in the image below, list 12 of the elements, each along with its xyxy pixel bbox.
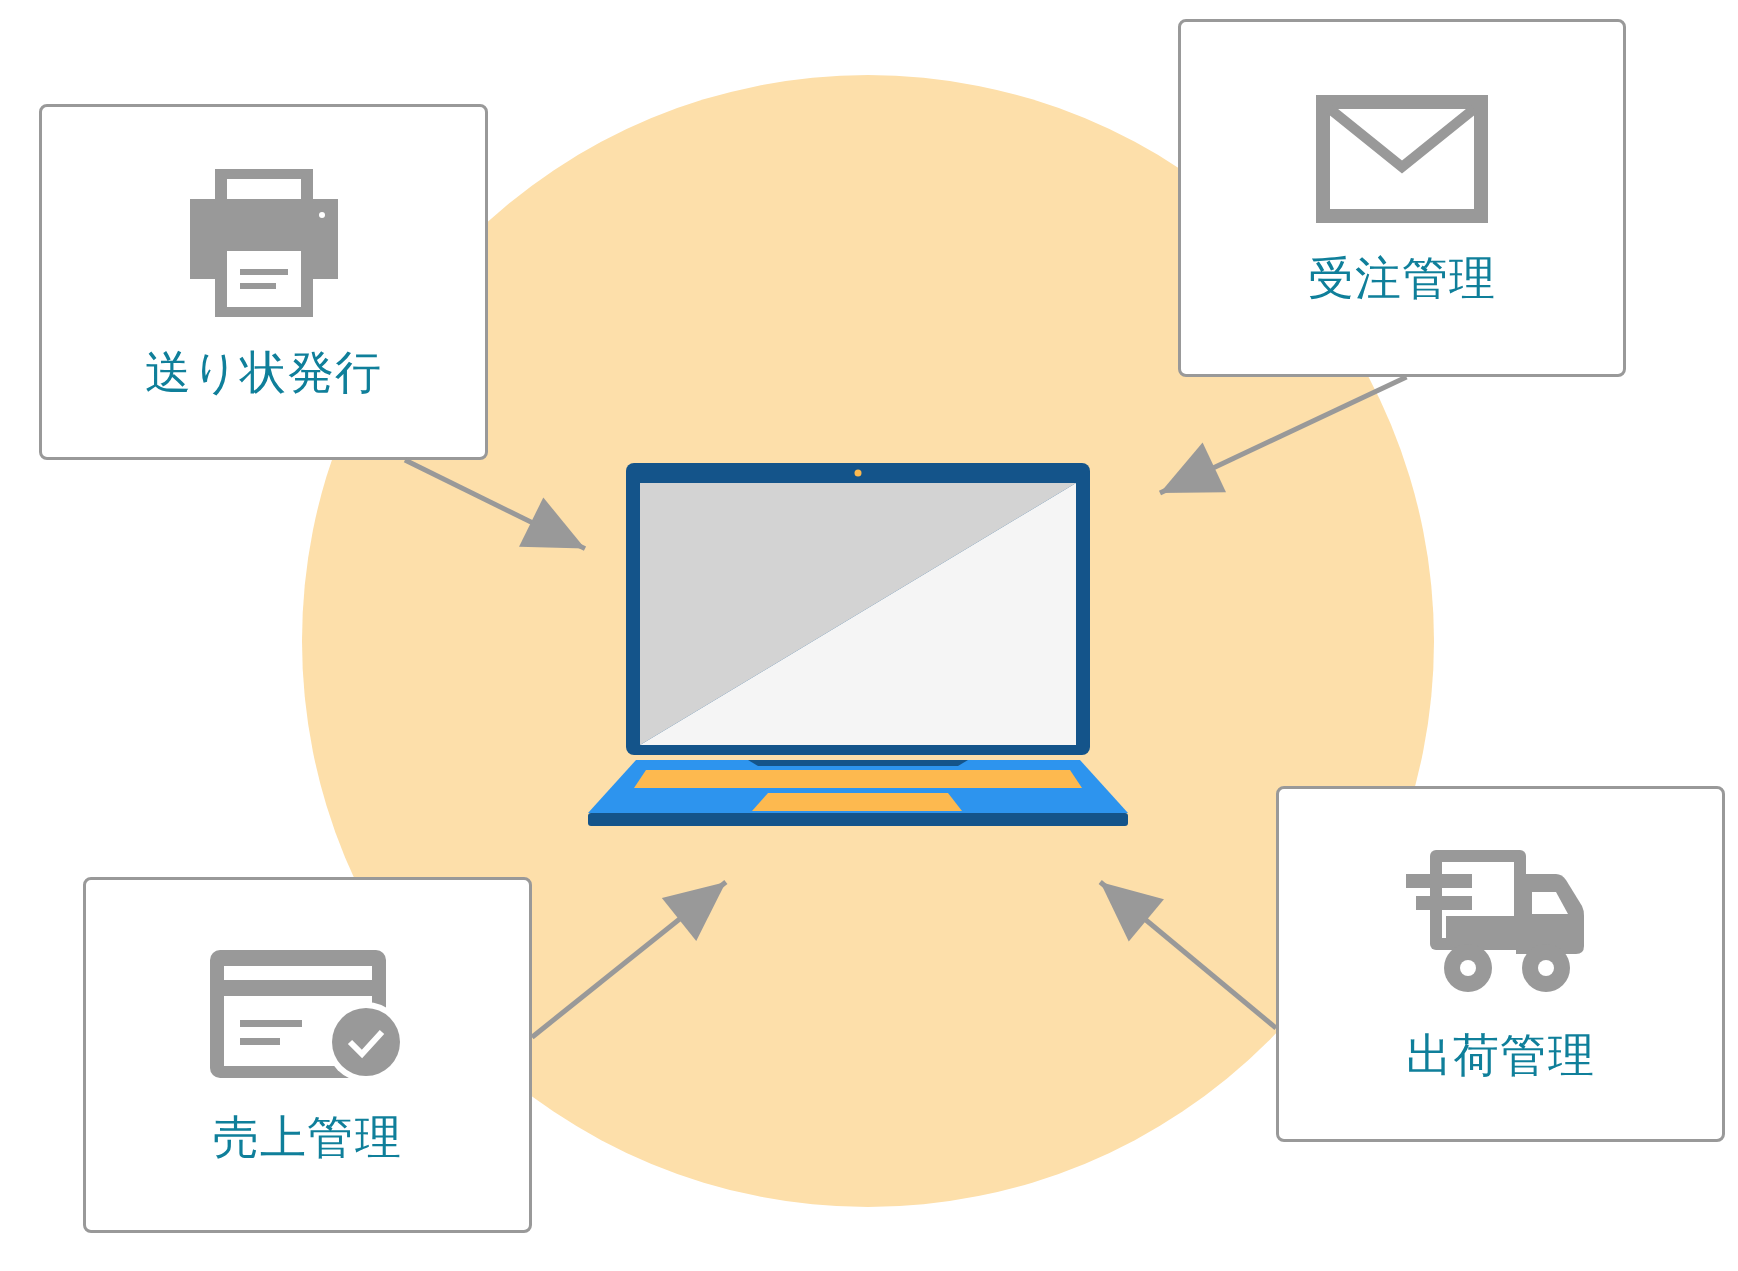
card-label: 出荷管理 xyxy=(1406,1032,1595,1078)
feature-card xyxy=(1178,19,1626,377)
feature-card xyxy=(39,104,488,460)
feature-card xyxy=(83,877,532,1233)
arrow xyxy=(530,880,728,1040)
feature-card xyxy=(1276,786,1725,1142)
arrow xyxy=(403,457,587,551)
card-label: 受注管理 xyxy=(1307,255,1497,301)
card-label: 送り状発行 xyxy=(145,349,382,395)
arrow xyxy=(1158,374,1408,496)
arrow xyxy=(1098,880,1278,1030)
card-label: 売上管理 xyxy=(213,1114,402,1160)
